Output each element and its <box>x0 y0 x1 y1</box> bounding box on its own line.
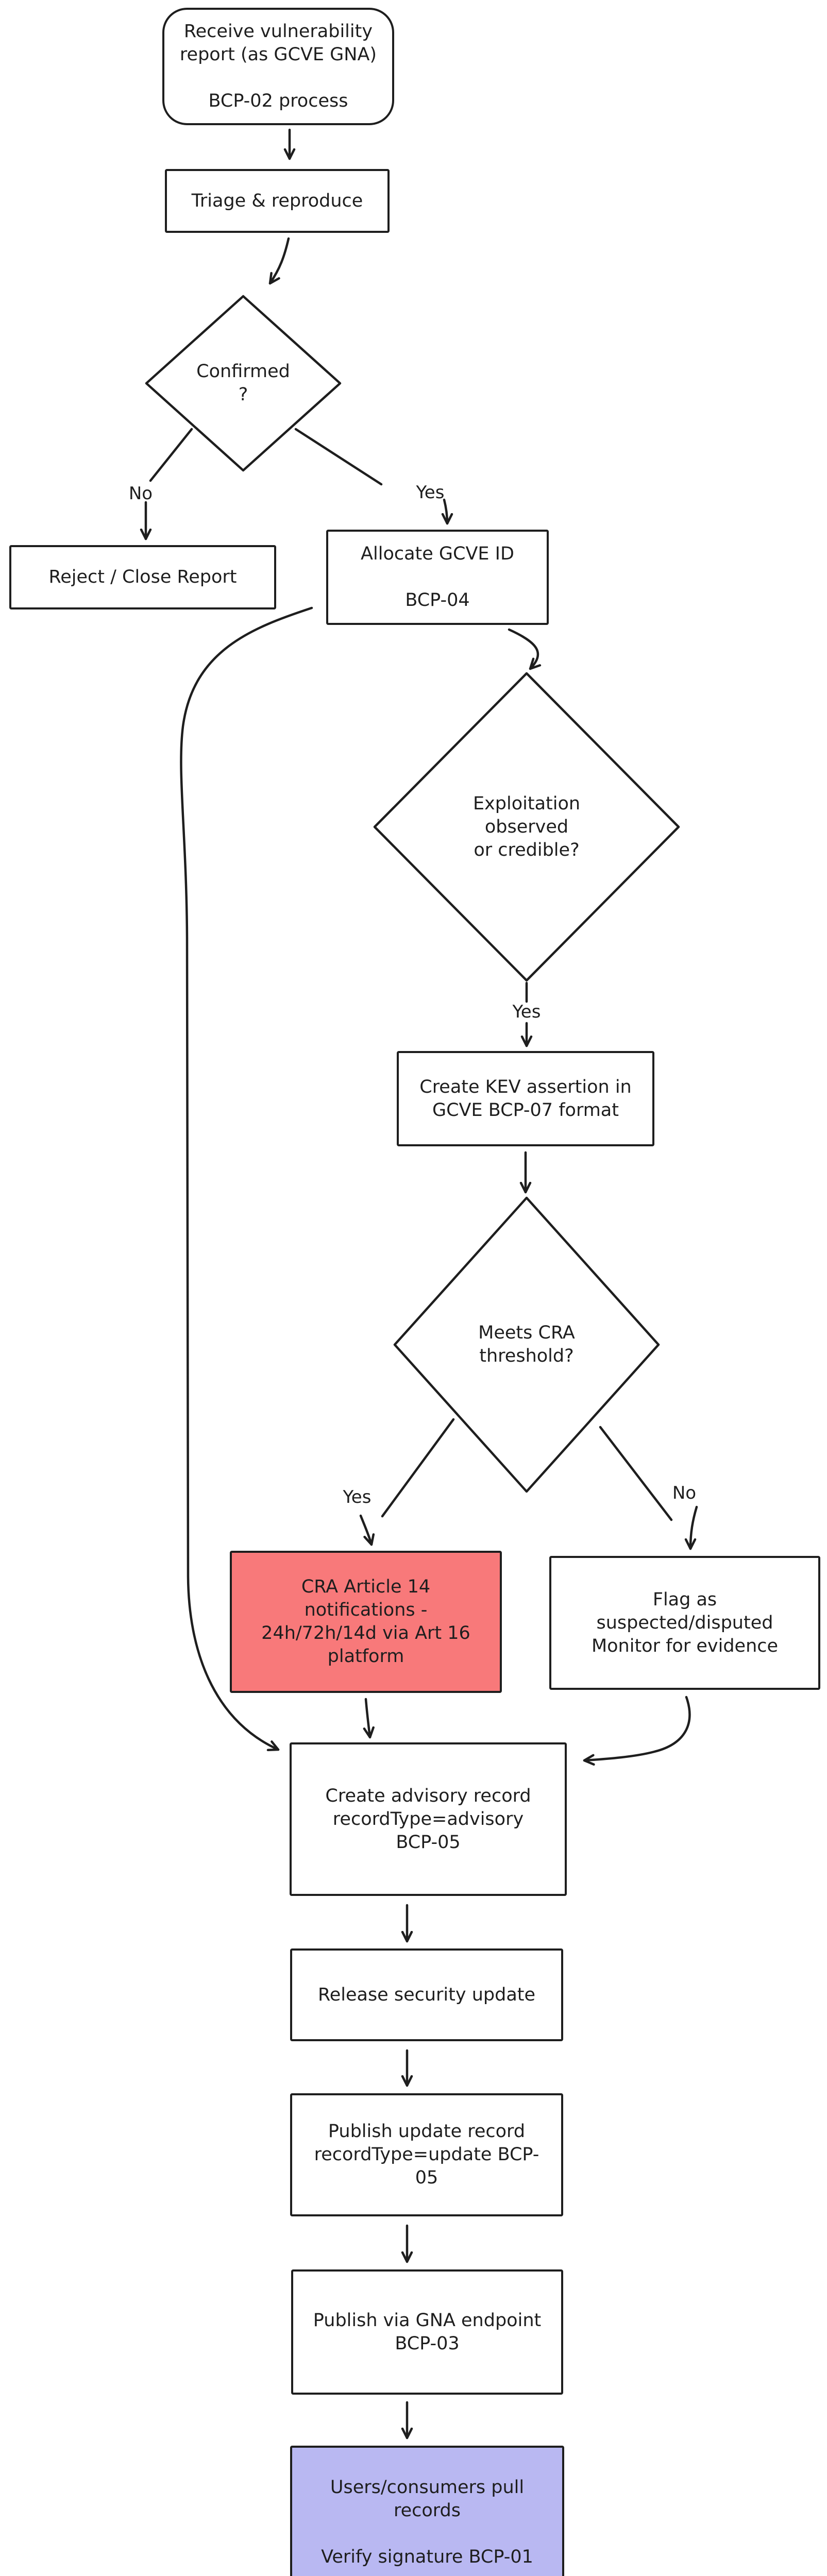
edge-label-cra-yes: Yes <box>343 1487 372 1507</box>
edge-label-confirmed-no: No <box>128 483 153 504</box>
edge-cra-no-segment <box>599 1426 673 1521</box>
node-release-security-update-label: Release security update <box>317 1984 536 2005</box>
node-cra-article14-notifications-label: CRA Article 14 notifications - 24h/72h/1… <box>261 1577 470 1667</box>
node-release-security-update: Release security update <box>290 1948 563 2041</box>
edge-allocate-to-exploitation <box>508 628 538 670</box>
node-create-advisory-record: Create advisory record recordType=adviso… <box>290 1742 567 1896</box>
decision-exploitation-label: Exploitation observed or credible? <box>472 793 581 860</box>
node-publish-gna-endpoint-label: Publish via GNA endpoint BCP-03 <box>313 2310 542 2354</box>
node-triage-reproduce: Triage & reproduce <box>165 169 390 233</box>
edge-label-exploitation-yes: Yes <box>512 1002 541 1022</box>
node-publish-update-record-label: Publish update record recordType=update … <box>314 2121 539 2188</box>
edge-confirmed-no-segment <box>149 428 193 482</box>
node-allocate-gcve-id: Allocate GCVE ID BCP-04 <box>326 530 549 625</box>
edge-label-confirmed-yes: Yes <box>416 482 445 503</box>
edge-confirmed-yes-arrow <box>444 498 447 525</box>
edge-allocate-to-advisory-long <box>180 606 313 1750</box>
node-allocate-gcve-id-label: Allocate GCVE ID BCP-04 <box>361 544 514 611</box>
node-publish-update-record: Publish update record recordType=update … <box>290 2093 563 2216</box>
decision-confirmed-label: Confirmed ? <box>196 361 290 405</box>
node-reject-close-report: Reject / Close Report <box>9 545 276 609</box>
node-create-kev-assertion-label: Create KEV assertion in GCVE BCP-07 form… <box>419 1076 632 1121</box>
edge-cra-yes-arrow <box>359 1514 372 1546</box>
node-users-pull-records-label: Users/consumers pull records Verify sign… <box>321 2477 533 2567</box>
decision-exploitation-shape <box>373 672 680 982</box>
node-create-kev-assertion: Create KEV assertion in GCVE BCP-07 form… <box>397 1051 654 1146</box>
node-receive-report-label: Receive vulnerability report (as GCVE GN… <box>179 21 377 111</box>
node-flag-suspected-disputed: Flag as suspected/disputed Monitor for e… <box>549 1556 820 1690</box>
decision-cra-threshold-shape <box>393 1196 660 1493</box>
node-triage-reproduce-label: Triage & reproduce <box>191 190 363 211</box>
node-create-advisory-record-label: Create advisory record recordType=adviso… <box>325 1785 531 1853</box>
node-flag-suspected-disputed-label: Flag as suspected/disputed Monitor for e… <box>591 1589 779 1656</box>
node-reject-close-report-label: Reject / Close Report <box>48 567 237 587</box>
node-users-pull-records: Users/consumers pull records Verify sign… <box>290 2446 564 2576</box>
decision-cra-threshold-label: Meets CRA threshold? <box>478 1323 575 1366</box>
node-receive-report: Receive vulnerability report (as GCVE GN… <box>162 8 394 125</box>
edge-confirmed-yes-segment <box>294 428 383 486</box>
node-publish-gna-endpoint: Publish via GNA endpoint BCP-03 <box>291 2269 563 2395</box>
edge-cra-notification-to-advisory <box>366 1698 370 1739</box>
edge-cra-yes-segment <box>381 1418 455 1518</box>
edge-cra-no-arrow <box>690 1505 698 1550</box>
edge-label-cra-no: No <box>672 1483 697 1503</box>
decision-confirmed-shape <box>145 295 342 472</box>
edge-triage-to-confirmed <box>268 237 290 285</box>
node-cra-article14-notifications: CRA Article 14 notifications - 24h/72h/1… <box>230 1551 502 1693</box>
edge-flag-to-advisory <box>583 1696 691 1760</box>
